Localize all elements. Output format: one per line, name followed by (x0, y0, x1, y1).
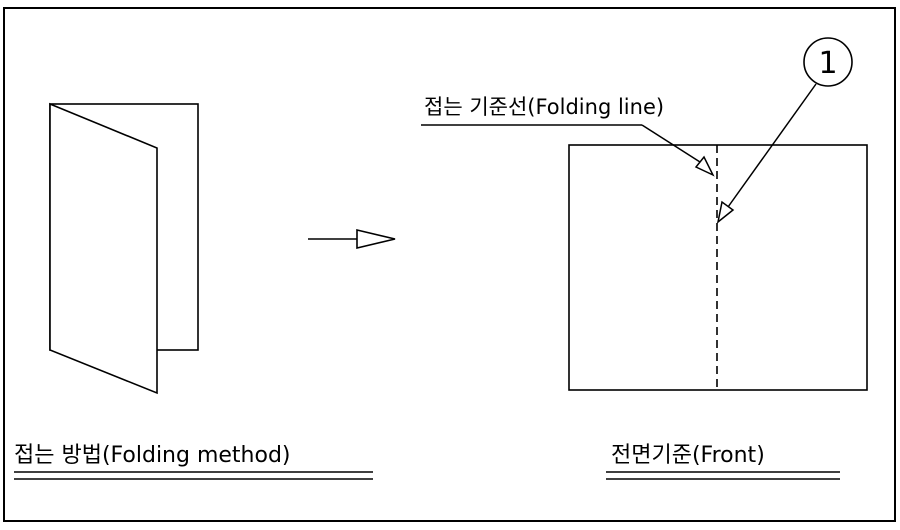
outer-frame (3, 7, 896, 522)
number-callout: 1 (716, 37, 853, 224)
callout-arrowhead (694, 155, 715, 177)
folding-line-label: 접는 기준선(Folding line) (424, 95, 664, 119)
arrow-head (356, 228, 396, 250)
number-arrowhead (716, 200, 735, 224)
callout-number: 1 (818, 46, 837, 81)
folding-method-label: 접는 방법(Folding method) (14, 443, 291, 468)
callout-leader (641, 124, 701, 163)
front-label: 전면기준(Front) (611, 443, 765, 468)
folding-method-caption: 접는 방법(Folding method) (14, 443, 373, 480)
folded-sheet (49, 102, 199, 395)
folding-line-callout: 접는 기준선(Folding line) (421, 95, 715, 177)
number-circle (803, 37, 853, 87)
front-sheet (568, 144, 868, 391)
number-leader (727, 83, 817, 208)
front-caption: 전면기준(Front) (606, 443, 840, 480)
folded-flap (49, 102, 158, 395)
front-page (568, 144, 868, 391)
direction-arrow (308, 228, 396, 250)
